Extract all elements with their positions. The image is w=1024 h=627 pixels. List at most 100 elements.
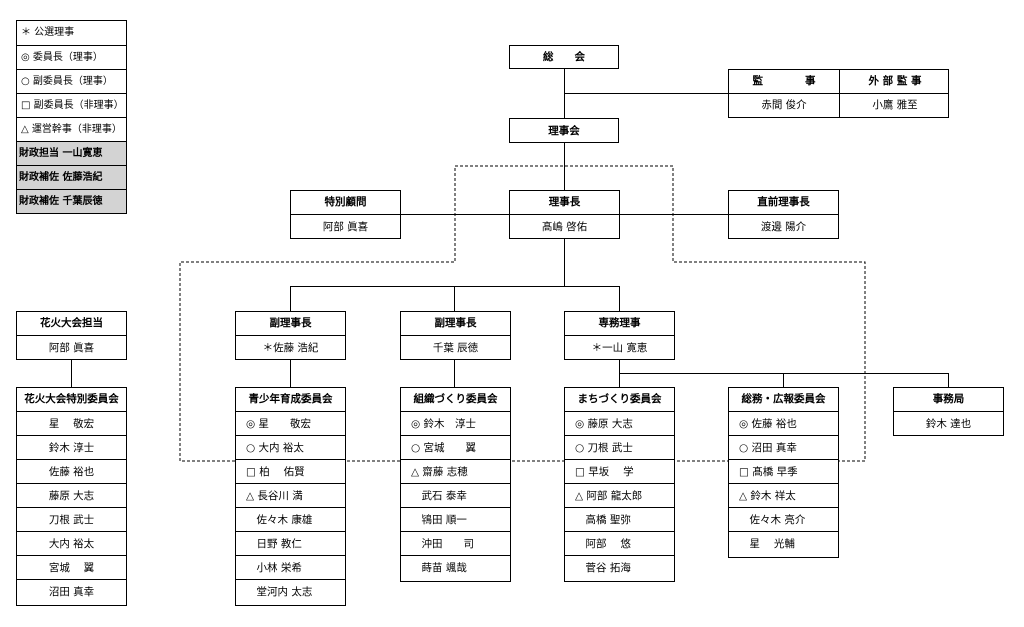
special-advisor-box: 特別顧問 阿部 眞喜 <box>290 190 401 239</box>
role-name: 阿部 眞喜 <box>291 214 400 238</box>
past-president-box: 直前理事長 渡邊 陽介 <box>728 190 839 239</box>
committee-member: △ 鈴木 祥太 <box>729 483 838 507</box>
connector-line <box>564 238 565 286</box>
committee-member: △ 阿部 龍太郎 <box>565 483 674 507</box>
committee-member: 鈴木 淳士 <box>17 435 126 459</box>
committee-member: ◎ 鈴木 淳士 <box>401 411 510 435</box>
committee-member: ○ 宮城 翼 <box>401 435 510 459</box>
committee-member: ◎ 藤原 大志 <box>565 411 674 435</box>
role-title: 理事長 <box>548 196 581 208</box>
connector-line <box>564 93 728 94</box>
auditor-header: 監 事 <box>752 75 816 87</box>
connector-line <box>290 359 291 387</box>
legend-item: ○ 副委員長（理事） <box>17 69 126 93</box>
vice-president-box: 副理事長 ＊佐藤 浩紀 <box>235 311 346 360</box>
committee-member: 刀根 武士 <box>17 507 126 531</box>
committee-title: 青少年育成委員会 <box>248 393 333 405</box>
committee-box-general-affairs: 総務・広報委員会 ◎ 佐藤 裕也 ○ 沼田 真幸 □ 髙橋 早季 △ 鈴木 祥太… <box>728 387 839 558</box>
committee-title: 組織づくり委員会 <box>413 393 498 405</box>
committee-member: 大内 裕太 <box>17 531 126 555</box>
connector-line <box>783 373 784 387</box>
committee-member: 宮城 翼 <box>17 555 126 579</box>
connector-line <box>948 373 949 387</box>
connector-line <box>564 142 565 190</box>
committee-title: 花火大会特別委員会 <box>24 393 119 405</box>
auditor-divider <box>729 93 948 117</box>
role-title: 専務理事 <box>598 317 641 329</box>
committee-member: □ 早坂 学 <box>565 459 674 483</box>
committee-member: △ 長谷川 満 <box>236 483 345 507</box>
committee-member: 佐藤 裕也 <box>17 459 126 483</box>
legend-item: ＊ 公選理事 <box>21 27 75 38</box>
committee-member: 堂河内 太志 <box>236 579 345 603</box>
connector-line <box>620 214 728 215</box>
role-title: 副理事長 <box>434 317 477 329</box>
president-box: 理事長 髙嶋 啓佑 <box>509 190 620 239</box>
role-name: ＊一山 寛恵 <box>565 335 674 359</box>
committee-member: 高橋 聖弥 <box>565 507 674 531</box>
board-box: 理事会 <box>509 118 619 143</box>
committee-member: 佐々木 亮介 <box>729 507 838 531</box>
committee-title: まちづくり委員会 <box>577 393 662 405</box>
committee-member: 星 敬宏 <box>17 411 126 435</box>
role-title: 特別顧問 <box>324 196 367 208</box>
auditor-name: 赤間 俊介 <box>761 99 807 111</box>
committee-member: 鴇田 順一 <box>401 507 510 531</box>
legend-item: △ 運営幹事（非理事） <box>17 117 126 141</box>
connector-line <box>619 373 949 374</box>
connector-line <box>290 286 291 311</box>
committee-member: 佐々木 康雄 <box>236 507 345 531</box>
committee-member: △ 齋藤 志穂 <box>401 459 510 483</box>
committee-box-youth: 青少年育成委員会 ◎ 星 敬宏 ○ 大内 裕太 □ 柏 佑賢 △ 長谷川 満 佐… <box>235 387 346 606</box>
role-name: 千葉 辰徳 <box>401 335 510 359</box>
committee-member: ○ 大内 裕太 <box>236 435 345 459</box>
legend-item: ◎ 委員長（理事） <box>17 45 126 69</box>
connector-line <box>454 359 455 387</box>
role-name: 渡邊 陽介 <box>729 214 838 238</box>
legend-item: 財政補佐 佐藤浩紀 <box>17 165 126 189</box>
fireworks-committee-box: 花火大会特別委員会 星 敬宏 鈴木 淳士 佐藤 裕也 藤原 大志 刀根 武士 大… <box>16 387 127 606</box>
role-title: 副理事長 <box>269 317 312 329</box>
committee-title: 総務・広報委員会 <box>741 393 826 405</box>
role-name: ＊佐藤 浩紀 <box>236 335 345 359</box>
legend-item: 財政補佐 千葉辰徳 <box>17 189 126 213</box>
committee-member: 小林 栄希 <box>236 555 345 579</box>
legend-item: 財政担当 一山寛恵 <box>17 141 126 165</box>
committee-member: 菅谷 拓海 <box>565 555 674 579</box>
committee-member: 武石 泰幸 <box>401 483 510 507</box>
connector-line <box>454 286 455 311</box>
general-assembly-label: 総 会 <box>543 51 585 63</box>
committee-member: 日野 教仁 <box>236 531 345 555</box>
secretariat-box: 事務局 鈴木 達也 <box>893 387 1004 436</box>
legend: ＊ 公選理事 ◎ 委員長（理事） ○ 副委員長（理事） □ 副委員長（非理事） … <box>16 20 127 214</box>
role-name: 髙嶋 啓佑 <box>510 214 619 238</box>
role-title: 花火大会担当 <box>40 317 103 329</box>
committee-member: 星 光輔 <box>729 531 838 555</box>
vice-president-box: 副理事長 千葉 辰徳 <box>400 311 511 360</box>
committee-member: □ 柏 佑賢 <box>236 459 345 483</box>
committee-member: 阿部 悠 <box>565 531 674 555</box>
executive-director-box: 専務理事 ＊一山 寛恵 <box>564 311 675 360</box>
committee-member: 藤原 大志 <box>17 483 126 507</box>
auditors-box: 監 事 外 部 監 事 赤間 俊介 小鷹 雅至 <box>728 69 949 118</box>
committee-member: □ 髙橋 早季 <box>729 459 838 483</box>
committee-member: 沼田 真幸 <box>17 579 126 603</box>
general-assembly-box: 総 会 <box>509 45 619 69</box>
connector-line <box>619 286 620 311</box>
external-auditor-header: 外 部 監 事 <box>868 75 922 87</box>
committee-member: ◎ 佐藤 裕也 <box>729 411 838 435</box>
fireworks-lead-box: 花火大会担当 阿部 眞喜 <box>16 311 127 360</box>
committee-member: 蒔苗 颯哉 <box>401 555 510 579</box>
legend-item: □ 副委員長（非理事） <box>17 93 126 117</box>
role-name: 鈴木 達也 <box>894 411 1003 435</box>
committee-member: ○ 沼田 真幸 <box>729 435 838 459</box>
committee-box-town: まちづくり委員会 ◎ 藤原 大志 ○ 刀根 武士 □ 早坂 学 △ 阿部 龍太郎… <box>564 387 675 582</box>
committee-member: ○ 刀根 武士 <box>565 435 674 459</box>
committee-member: 沖田 司 <box>401 531 510 555</box>
committee-member: ◎ 星 敬宏 <box>236 411 345 435</box>
connector-line <box>71 359 72 387</box>
connector-line <box>290 286 620 287</box>
external-auditor-name: 小鷹 雅至 <box>872 99 918 111</box>
